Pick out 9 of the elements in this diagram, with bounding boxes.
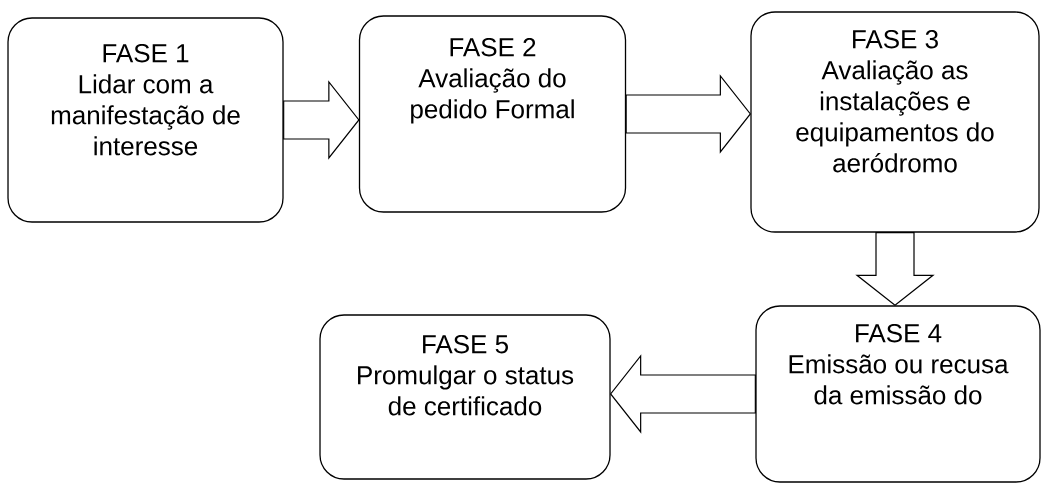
block-arrow [855, 232, 935, 307]
process-box: FASE 1 Lidar com a manifestação de interesse [7, 17, 284, 223]
block-arrow [283, 80, 360, 160]
block-arrow [609, 354, 756, 434]
block-arrow [625, 74, 752, 154]
process-box: FASE 3 Avaliação as instalações e equipamentos do aeródromo [750, 11, 1040, 233]
process-box: FASE 5 Promulgar o status de certificado [319, 314, 611, 480]
process-box: FASE 2 Avaliação do pedido Formal [358, 15, 627, 213]
process-box: FASE 4 Emissão ou recusa da emissão do [755, 305, 1041, 483]
